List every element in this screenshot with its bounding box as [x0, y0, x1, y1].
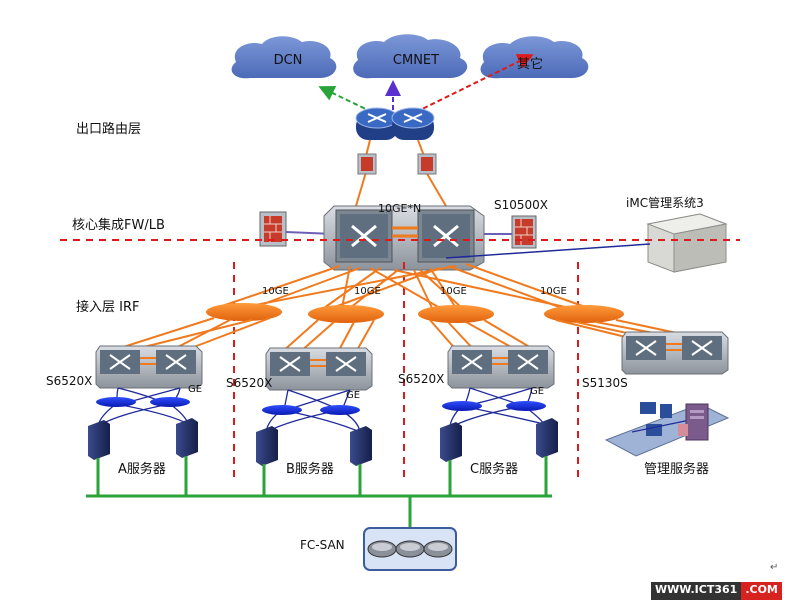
fc-san-storage-icon — [363, 527, 457, 571]
watermark-logo: WWW.ICT361 .COM — [651, 582, 782, 600]
egress-router-left — [355, 107, 399, 140]
layer-label-egress: 出口路由层 — [76, 122, 142, 137]
server-group-label-c: C服务器 — [470, 462, 519, 477]
server-link-ellipse — [442, 401, 482, 411]
server-link-ellipse — [150, 397, 190, 407]
ge-label: GE — [346, 390, 361, 401]
egress-router-right — [391, 107, 435, 140]
core-firewall-left-icon — [259, 211, 287, 247]
ge-label: GE — [530, 386, 545, 397]
core-switch-label: S10500X — [494, 198, 549, 212]
access-switch-mgmt — [621, 331, 729, 375]
server-link-ellipse — [320, 405, 360, 415]
imc-link — [445, 243, 651, 259]
layer-label-access: 接入层 IRF — [76, 300, 140, 315]
irf-link-ellipse-a — [206, 303, 282, 321]
imc-system-label: iMC管理系统3 — [626, 196, 704, 210]
watermark-right: .COM — [741, 582, 782, 600]
uplink-label: 10GE — [354, 286, 381, 297]
server-group-label-b: B服务器 — [286, 462, 334, 477]
layer-label-core: 核心集成FW/LB — [72, 218, 165, 233]
cloud-other — [480, 36, 589, 79]
irf-link-ellipse-d — [544, 305, 624, 323]
cloud-dcn — [231, 36, 337, 79]
arrow-to-dcn — [318, 85, 373, 113]
watermark-left: WWW.ICT361 — [651, 582, 742, 600]
uplink-label: 10GE — [262, 286, 289, 297]
server-link-ellipse — [96, 397, 136, 407]
access-switch-label-a: S6520X — [46, 374, 93, 388]
fc-san-label: FC-SAN — [300, 538, 345, 552]
access-switch-c — [447, 345, 555, 389]
firewall-icon-right — [417, 153, 437, 175]
core-link-label: 10GE*N — [378, 202, 422, 215]
uplink-label: 10GE — [540, 286, 567, 297]
core-firewall-right-icon — [511, 215, 537, 249]
access-switch-label-b: S6520X — [226, 376, 273, 390]
imc-server-icon — [646, 213, 728, 273]
cloud-label-dcn: DCN — [273, 53, 303, 68]
server-link-ellipse — [506, 401, 546, 411]
management-server-cluster-icon — [604, 402, 730, 457]
server-link-ellipse — [262, 405, 302, 415]
uplink-lines — [221, 263, 589, 309]
irf-link-ellipse-b — [308, 305, 384, 323]
arrow-to-other — [415, 54, 534, 113]
access-switch-label-mgmt: S5130S — [582, 376, 628, 390]
access-switch-label-c: S6520X — [398, 372, 445, 386]
server-group-label-a: A服务器 — [118, 462, 166, 477]
ge-label: GE — [188, 384, 203, 395]
cloud-cmnet — [353, 34, 468, 79]
paragraph-mark: ↵ — [770, 562, 779, 573]
cloud-label-cmnet: CMNET — [392, 53, 440, 68]
server-icon — [88, 418, 558, 466]
uplink-label: 10GE — [440, 286, 467, 297]
firewall-icon-left — [357, 153, 377, 175]
irf-link-ellipse-c — [418, 305, 494, 323]
server-group-label-mgmt: 管理服务器 — [644, 462, 710, 477]
core-switch-s10500x — [323, 205, 485, 271]
access-switch-b — [265, 347, 373, 391]
access-switch-a — [95, 345, 203, 389]
cloud-label-other: 其它 — [516, 57, 543, 72]
